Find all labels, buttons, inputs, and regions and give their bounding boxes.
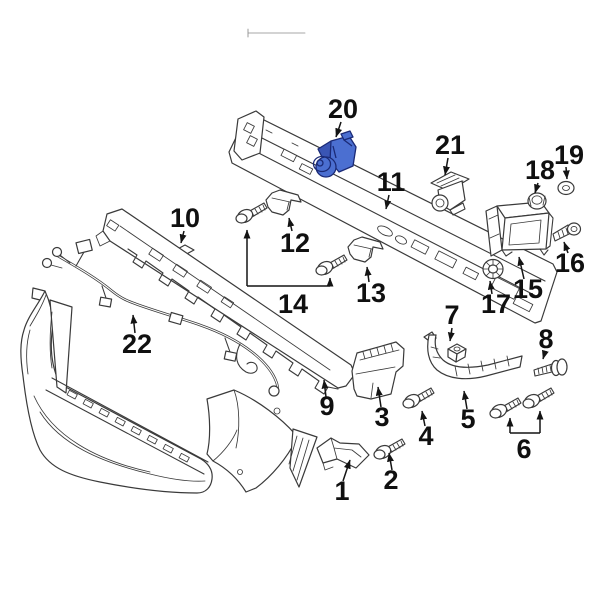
svg-text:9: 9 (319, 391, 334, 421)
part-16-bolt (552, 222, 582, 242)
part-4-screw (401, 387, 435, 411)
svg-text:19: 19 (554, 140, 584, 170)
callout-layer: 1 2 3 4 5 6 7 8 (122, 94, 585, 506)
part-14-screw-b (314, 254, 348, 278)
callout-5: 5 (460, 390, 476, 434)
svg-text:6: 6 (516, 434, 531, 464)
svg-text:15: 15 (513, 274, 543, 304)
callout-22: 22 (122, 314, 152, 359)
part-20-parking-sensor-highlighted[interactable] (312, 130, 357, 178)
svg-text:8: 8 (538, 324, 553, 354)
callout-14: 14 (243, 229, 334, 319)
part-19-washer (557, 180, 575, 196)
callout-9: 9 (319, 379, 335, 421)
part-8-bolt (533, 358, 568, 377)
callout-6: 6 (506, 410, 544, 464)
svg-text:21: 21 (435, 130, 465, 160)
callout-11: 11 (377, 167, 406, 210)
svg-text:7: 7 (444, 300, 459, 330)
part-3-support-bracket (351, 341, 405, 400)
part-22-wiring-harness (41, 238, 280, 397)
svg-text:14: 14 (278, 289, 308, 319)
callout-3: 3 (374, 386, 390, 432)
callout-21: 21 (435, 130, 465, 176)
callout-2: 2 (383, 452, 399, 495)
part-2-screw (372, 438, 406, 462)
svg-text:20: 20 (328, 94, 358, 124)
callout-17: 17 (481, 280, 511, 319)
callout-15: 15 (513, 256, 543, 304)
svg-text:16: 16 (555, 248, 585, 278)
part-7-clip-nut (447, 343, 467, 363)
svg-text:5: 5 (460, 404, 475, 434)
svg-text:13: 13 (356, 278, 386, 308)
svg-text:4: 4 (418, 421, 433, 451)
part-1-corner-bracket (316, 437, 370, 471)
svg-text:1: 1 (334, 476, 349, 506)
part-12-side-bracket (265, 189, 302, 216)
part-5-side-rail (423, 331, 523, 380)
part-21-sensor-bracket (430, 171, 470, 216)
callout-19: 19 (554, 140, 584, 180)
svg-text:12: 12 (280, 228, 310, 258)
part-9-energy-absorber (95, 208, 356, 395)
svg-text:10: 10 (170, 203, 200, 233)
callout-7: 7 (444, 300, 460, 342)
callout-1: 1 (334, 459, 351, 506)
svg-text:11: 11 (377, 167, 406, 197)
svg-text:2: 2 (383, 465, 398, 495)
svg-text:18: 18 (525, 155, 555, 185)
svg-text:17: 17 (481, 289, 511, 319)
callout-16: 16 (555, 241, 585, 278)
callout-8: 8 (538, 324, 554, 360)
part-6-screw-b (521, 387, 555, 411)
svg-text:3: 3 (374, 402, 389, 432)
callout-12: 12 (280, 217, 310, 258)
callout-18: 18 (525, 155, 555, 194)
part-11-impact-bar (228, 110, 558, 324)
callout-4: 4 (418, 410, 434, 451)
frame-mark (247, 28, 306, 38)
part-14-screw-a (234, 202, 268, 226)
part-18-flange-nut (527, 192, 547, 210)
callout-13: 13 (356, 266, 386, 308)
line-art-layer (20, 28, 582, 494)
callout-10: 10 (170, 203, 200, 244)
rear-bumper-cover (20, 287, 318, 494)
part-15-mount-bracket (485, 201, 554, 257)
svg-text:22: 22 (122, 329, 152, 359)
part-6-screw-a (488, 397, 522, 421)
part-17-grommet-nut (482, 258, 504, 280)
part-13-side-bracket (347, 236, 384, 263)
callout-20: 20 (328, 94, 358, 138)
